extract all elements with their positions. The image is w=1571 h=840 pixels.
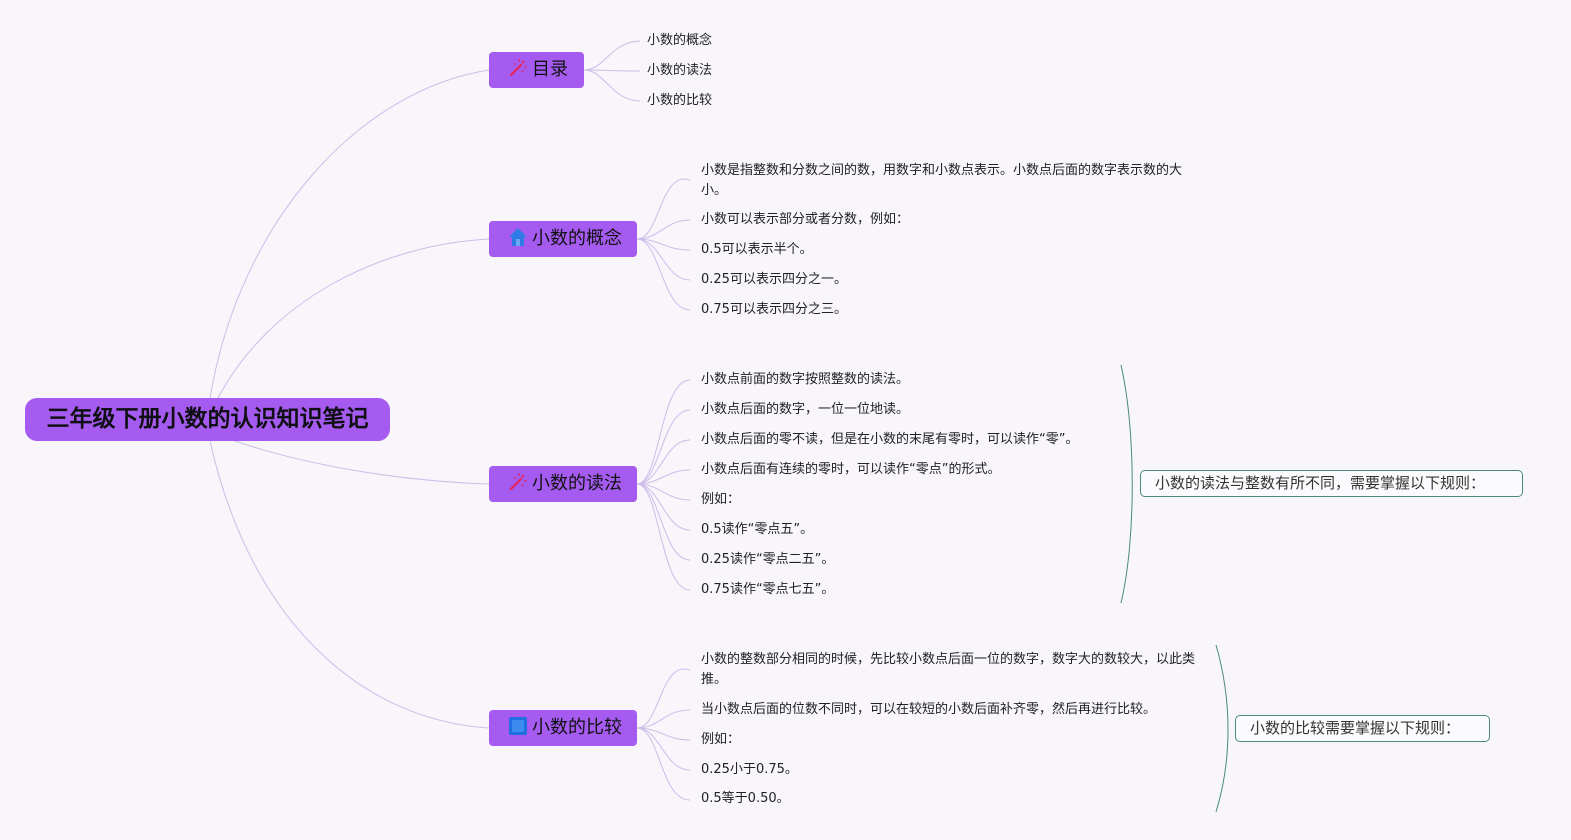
branch-concept[interactable]: 小数的概念 [489, 221, 637, 257]
list-item[interactable]: 0.5读作“零点五”。 [701, 522, 814, 537]
list-item[interactable]: 0.25读作“零点二五”。 [701, 552, 835, 567]
list-item[interactable]: 0.5等于0.50。 [701, 791, 790, 806]
branch-label: 小数的概念 [532, 228, 622, 249]
list-item[interactable]: 0.75读作“零点七五”。 [701, 582, 835, 597]
list-item[interactable]: 小数的概念 [647, 33, 713, 48]
summary-reading[interactable]: 小数的读法与整数有所不同，需要掌握以下规则： [1140, 470, 1523, 497]
branch-label: 小数的比较 [532, 717, 622, 738]
branch-comparison[interactable]: 小数的比较 [489, 710, 637, 746]
list-item[interactable]: 小数可以表示部分或者分数，例如： [701, 212, 910, 227]
summary-comparison[interactable]: 小数的比较需要掌握以下规则： [1235, 715, 1490, 742]
list-item[interactable]: 当小数点后面的位数不同时，可以在较短的小数后面补齐零，然后再进行比较。 [701, 702, 1157, 717]
house-icon [508, 224, 528, 246]
list-item[interactable]: 例如： [701, 732, 741, 747]
summary-brace-compare [1215, 644, 1229, 813]
connector-root-toc [209, 69, 490, 399]
list-item[interactable]: 小数是指整数和分数之间的数，用数字和小数点表示。小数点后面的数字表示数的大小。 [701, 163, 1183, 198]
connector-root-concept [217, 238, 490, 399]
branch-label: 目录 [532, 59, 568, 80]
list-item[interactable]: 小数点后面的数字，一位一位地读。 [701, 402, 910, 417]
branch-reading[interactable]: 小数的读法 [489, 466, 637, 502]
list-item[interactable]: 小数的整数部分相同的时候，先比较小数点后面一位的数字，数字大的数较大，以此类推。 [701, 652, 1196, 687]
branch-label: 小数的读法 [532, 473, 622, 494]
list-item[interactable]: 0.75可以表示四分之三。 [701, 302, 847, 317]
list-item[interactable]: 小数点后面有连续的零时，可以读作“零点”的形式。 [701, 462, 1001, 477]
connector-root-compare [209, 440, 490, 729]
magic-wand-icon [508, 55, 528, 77]
list-item[interactable]: 0.25小于0.75。 [701, 762, 798, 777]
list-item[interactable]: 小数点前面的数字按照整数的读法。 [701, 372, 910, 387]
list-item[interactable]: 例如： [701, 492, 741, 507]
root-title: 三年级下册小数的认识知识笔记 [46, 406, 369, 432]
summary-brace-read [1120, 364, 1133, 604]
branch-toc[interactable]: 目录 [489, 52, 584, 88]
list-item[interactable]: 小数的比较 [647, 93, 713, 108]
square-icon [508, 713, 528, 735]
list-item[interactable]: 0.25可以表示四分之一。 [701, 272, 847, 287]
list-item[interactable]: 0.5可以表示半个。 [701, 242, 813, 257]
list-item[interactable]: 小数的读法 [647, 63, 713, 78]
list-item[interactable]: 小数点后面的零不读，但是在小数的末尾有零时，可以读作“零”。 [701, 432, 1079, 447]
root-topic[interactable]: 三年级下册小数的认识知识笔记 [25, 398, 390, 441]
connector-root-read [234, 440, 490, 485]
magic-wand-icon [508, 469, 528, 491]
